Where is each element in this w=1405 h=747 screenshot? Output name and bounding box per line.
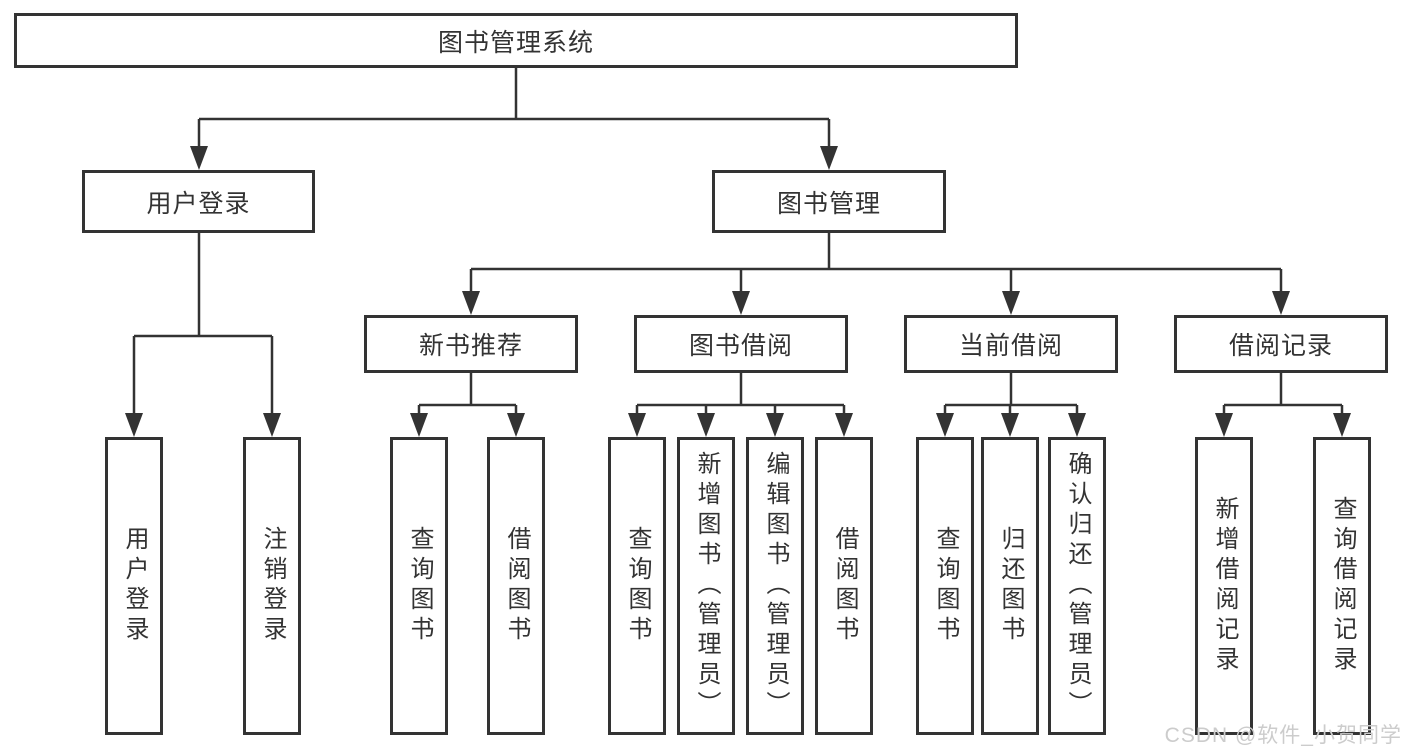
node-book-management: 图书管理 (712, 170, 946, 233)
leaf-nb-query-book: 查询图书 (390, 437, 448, 735)
leaf-bb-borrow-book-label: 借阅图书 (831, 526, 858, 646)
node-user-login: 用户登录 (82, 170, 315, 233)
leaf-logout-label: 注销登录 (259, 526, 286, 646)
leaf-bb-query-book: 查询图书 (608, 437, 666, 735)
connector-root-to-level2 (197, 68, 831, 150)
leaf-cb-return-book-label: 归还图书 (997, 526, 1024, 646)
connector-new-book-recommend-children (417, 373, 518, 417)
leaf-bb-edit-book: 编辑图书（管理员） (746, 437, 804, 735)
leaf-cb-query-book: 查询图书 (916, 437, 974, 735)
leaf-bb-edit-book-label: 编辑图书（管理员） (762, 451, 789, 721)
csdn-watermark: CSDN @软件_小贺同学 (1165, 719, 1402, 747)
leaf-user-login: 用户登录 (105, 437, 163, 735)
node-user-login-label: 用户登录 (146, 189, 251, 218)
leaf-logout: 注销登录 (243, 437, 301, 735)
csdn-watermark-text: CSDN @软件_小贺同学 (1164, 724, 1402, 747)
node-borrow-record-label: 借阅记录 (1228, 332, 1333, 360)
node-new-book-recommend-label: 新书推荐 (418, 332, 523, 360)
leaf-bb-borrow-book: 借阅图书 (815, 437, 873, 735)
leaf-bb-query-book-label: 查询图书 (624, 526, 651, 646)
node-book-borrow: 图书借阅 (634, 315, 848, 373)
leaf-cb-confirm-return: 确认归还（管理员） (1048, 437, 1106, 735)
node-book-borrow-label: 图书借阅 (688, 332, 793, 360)
leaf-nb-borrow-book: 借阅图书 (487, 437, 545, 735)
leaf-nb-query-book-label: 查询图书 (406, 526, 433, 646)
leaf-cb-return-book: 归还图书 (981, 437, 1039, 735)
leaf-nb-borrow-book-label: 借阅图书 (503, 526, 530, 646)
connector-user-login-children (132, 233, 274, 417)
leaf-cb-query-book-label: 查询图书 (932, 526, 959, 646)
arrowheads (125, 146, 1351, 437)
leaf-user-login-label: 用户登录 (121, 526, 148, 646)
leaf-bb-add-book: 新增图书（管理员） (677, 437, 735, 735)
leaf-br-query-record: 查询借阅记录 (1313, 437, 1371, 735)
node-borrow-record: 借阅记录 (1174, 315, 1388, 373)
connector-current-borrow-children (943, 373, 1079, 417)
node-root-label: 图书管理系统 (437, 28, 594, 57)
node-new-book-recommend: 新书推荐 (364, 315, 578, 373)
node-root: 图书管理系统 (14, 13, 1018, 68)
node-book-management-label: 图书管理 (776, 189, 881, 218)
connector-book-management-children (469, 233, 1283, 295)
leaf-br-add-record-label: 新增借阅记录 (1211, 496, 1238, 676)
connector-book-borrow-children (635, 373, 846, 417)
connector-borrow-record-children (1222, 373, 1344, 417)
leaf-cb-confirm-return-label: 确认归还（管理员） (1064, 451, 1091, 721)
leaf-br-query-record-label: 查询借阅记录 (1329, 496, 1356, 676)
node-current-borrow: 当前借阅 (904, 315, 1118, 373)
leaf-bb-add-book-label: 新增图书（管理员） (693, 451, 720, 721)
node-current-borrow-label: 当前借阅 (958, 332, 1063, 360)
leaf-br-add-record: 新增借阅记录 (1195, 437, 1253, 735)
